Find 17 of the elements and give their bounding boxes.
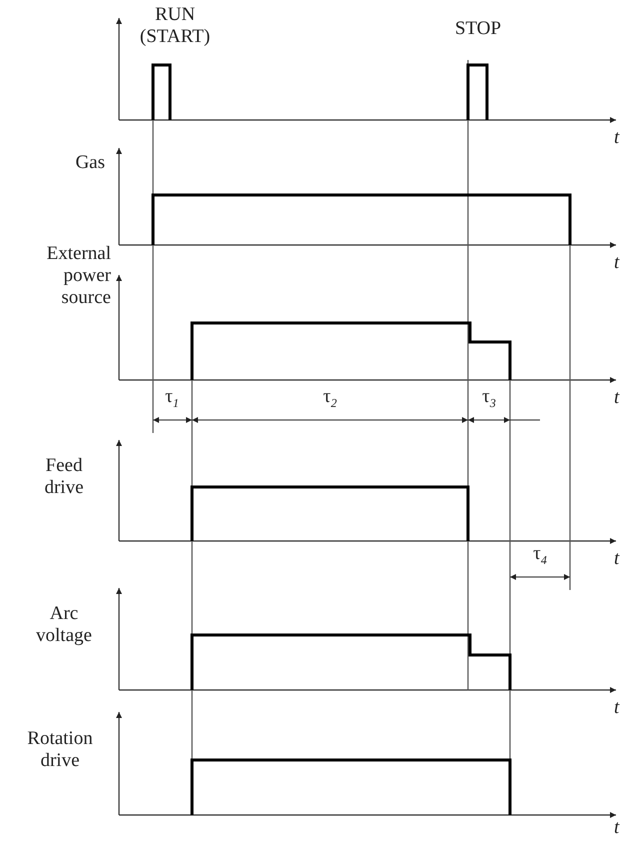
signal-label: Rotation drive bbox=[26, 728, 94, 772]
dimension-label: τ$_{3}$ bbox=[482, 386, 496, 411]
signal-label: STOP bbox=[454, 18, 502, 40]
dimension-label: τ$_{2}$ bbox=[323, 386, 337, 411]
signal-label: Feed drive bbox=[43, 455, 85, 499]
signal-label: Arc voltage bbox=[35, 603, 93, 647]
axis-label: t bbox=[614, 817, 620, 839]
axis-label: t bbox=[614, 548, 620, 570]
signal-label: Gas bbox=[75, 152, 105, 174]
axis-label: t bbox=[614, 127, 620, 149]
signal-label: External power source bbox=[46, 243, 111, 309]
axis-label: t bbox=[614, 387, 620, 409]
axis-label: t bbox=[614, 697, 620, 719]
signal-label: RUN (START) bbox=[138, 4, 212, 48]
dimension-label: τ$_{4}$ bbox=[533, 543, 547, 568]
axis-label: t bbox=[614, 252, 620, 274]
dimension-label: τ$_{1}$ bbox=[165, 386, 179, 411]
